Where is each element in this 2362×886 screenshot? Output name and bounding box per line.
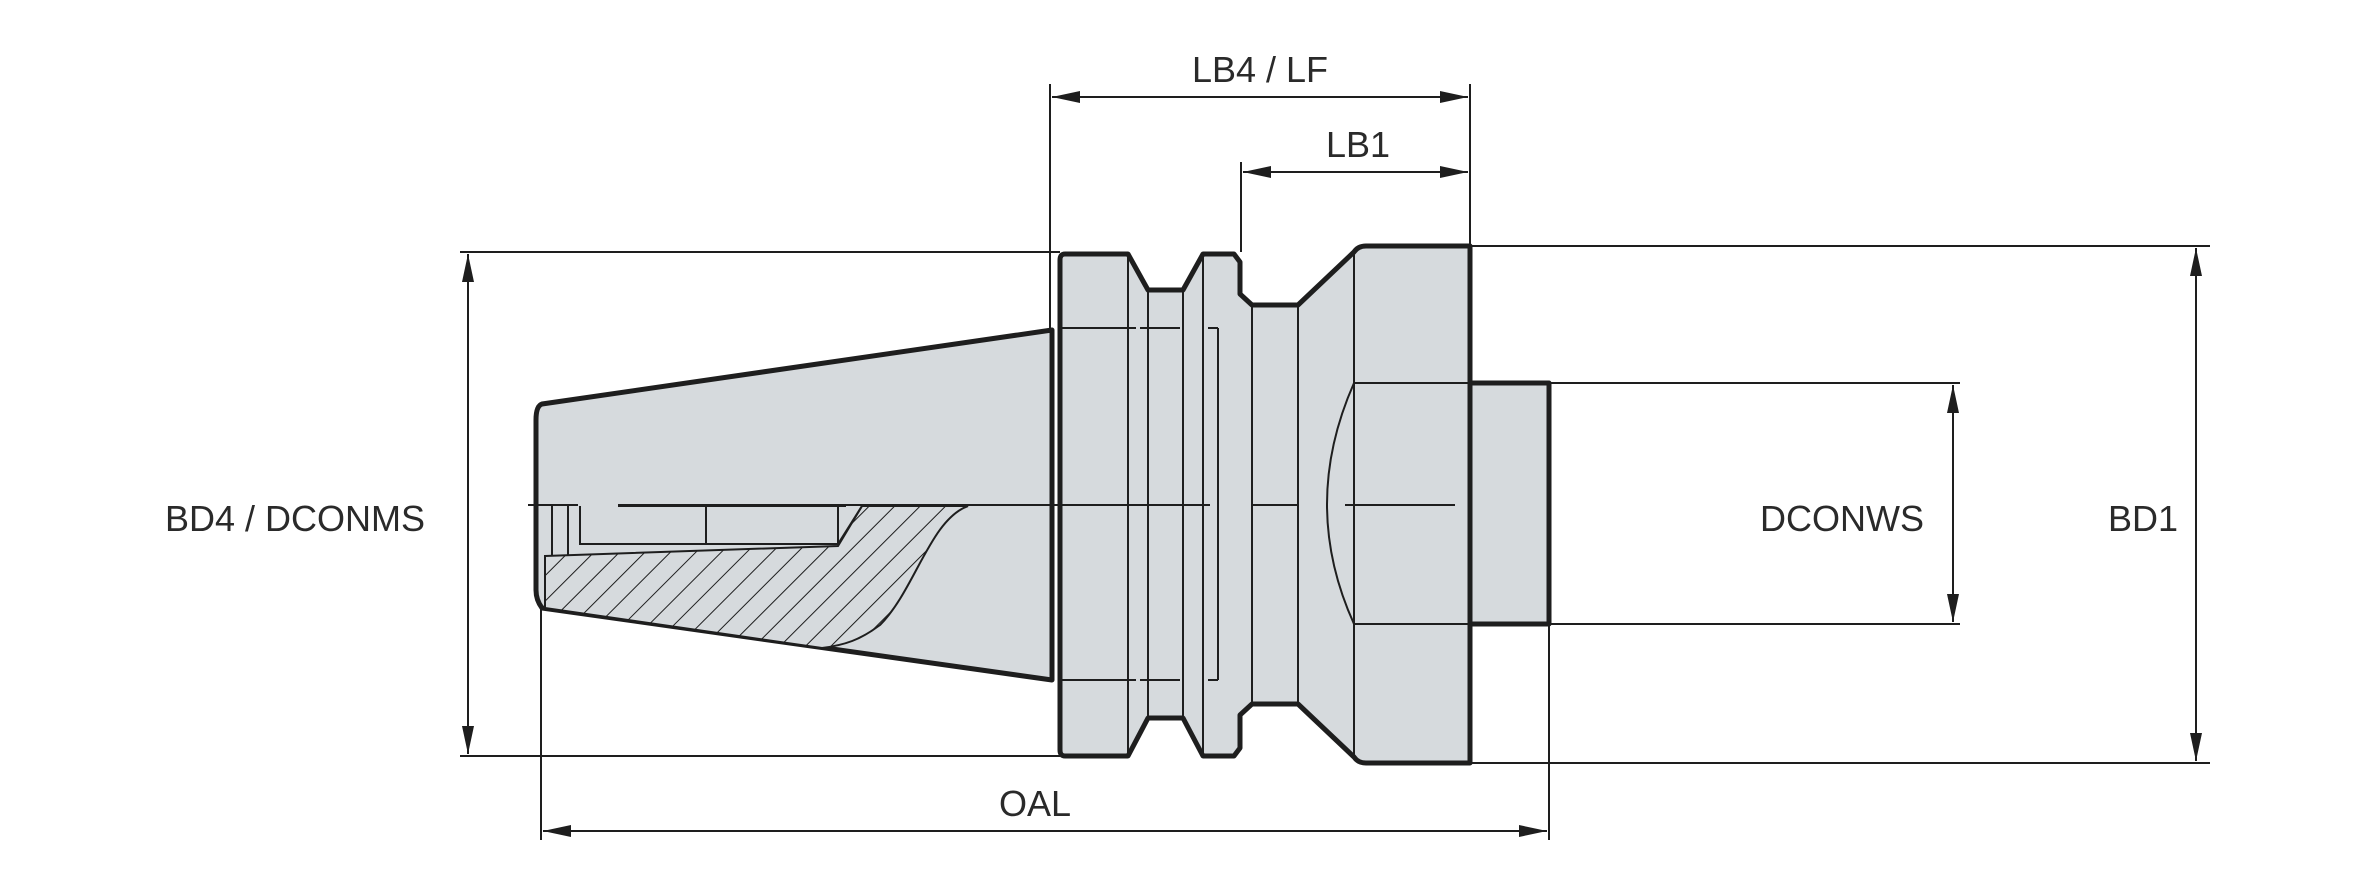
dim-oal [543, 825, 1547, 837]
label-bd1: BD1 [2108, 498, 2178, 539]
label-lb1: LB1 [1326, 124, 1390, 165]
label-oal: OAL [999, 783, 1071, 824]
dim-lb4-lf [1052, 91, 1468, 103]
dim-bd1 [2190, 248, 2202, 761]
spigot [1467, 380, 1552, 627]
dim-lb1 [1243, 166, 1468, 178]
label-lb4-lf: LB4 / LF [1192, 49, 1328, 90]
extension-lines [460, 84, 2210, 840]
dim-bd4-dconms [462, 254, 474, 754]
dim-dconws [1947, 385, 1959, 622]
label-dconws: DCONWS [1760, 498, 1924, 539]
section-hatch [544, 505, 969, 650]
label-bd4-dconms: BD4 / DCONMS [165, 498, 425, 539]
